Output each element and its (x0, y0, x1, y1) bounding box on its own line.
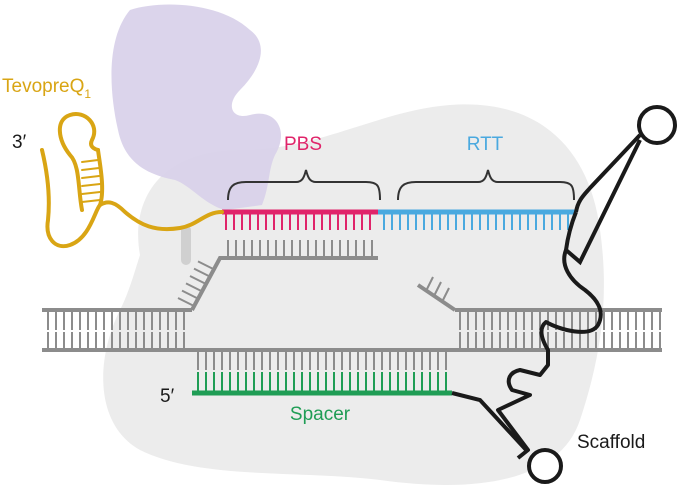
scaffold-strand (451, 105, 677, 484)
five-prime-label: 5′ (160, 386, 175, 407)
three-prime-label: 3′ (12, 132, 27, 153)
rtt-strand (378, 209, 576, 230)
base-tick (189, 275, 207, 285)
rtt-label: RTT (467, 134, 504, 155)
reverse-transcriptase-shape (111, 4, 281, 211)
tevopreq-label: TevopreQ1 (2, 76, 91, 101)
rtt-brace (397, 169, 575, 201)
base-tick (181, 289, 199, 300)
pbs-strand (222, 209, 378, 230)
spacer-label: Spacer (290, 404, 351, 425)
base-tick (193, 267, 211, 278)
dna-right-duplex (455, 308, 662, 330)
base-tick (197, 260, 215, 271)
pbs-brace (227, 169, 381, 201)
tevopreq-motif (40, 112, 224, 249)
dna-right-ticks (197, 332, 661, 370)
base-tick (185, 282, 203, 293)
spacer-strand (192, 372, 452, 396)
tevopreq-label-subscript: 1 (84, 87, 91, 101)
base-tick (177, 297, 195, 307)
scaffold-label: Scaffold (577, 432, 645, 453)
pbs-label: PBS (284, 134, 322, 155)
flap-right (416, 276, 457, 312)
tevopreq-label-main: TevopreQ (2, 76, 84, 97)
nicked-strand (177, 240, 378, 311)
